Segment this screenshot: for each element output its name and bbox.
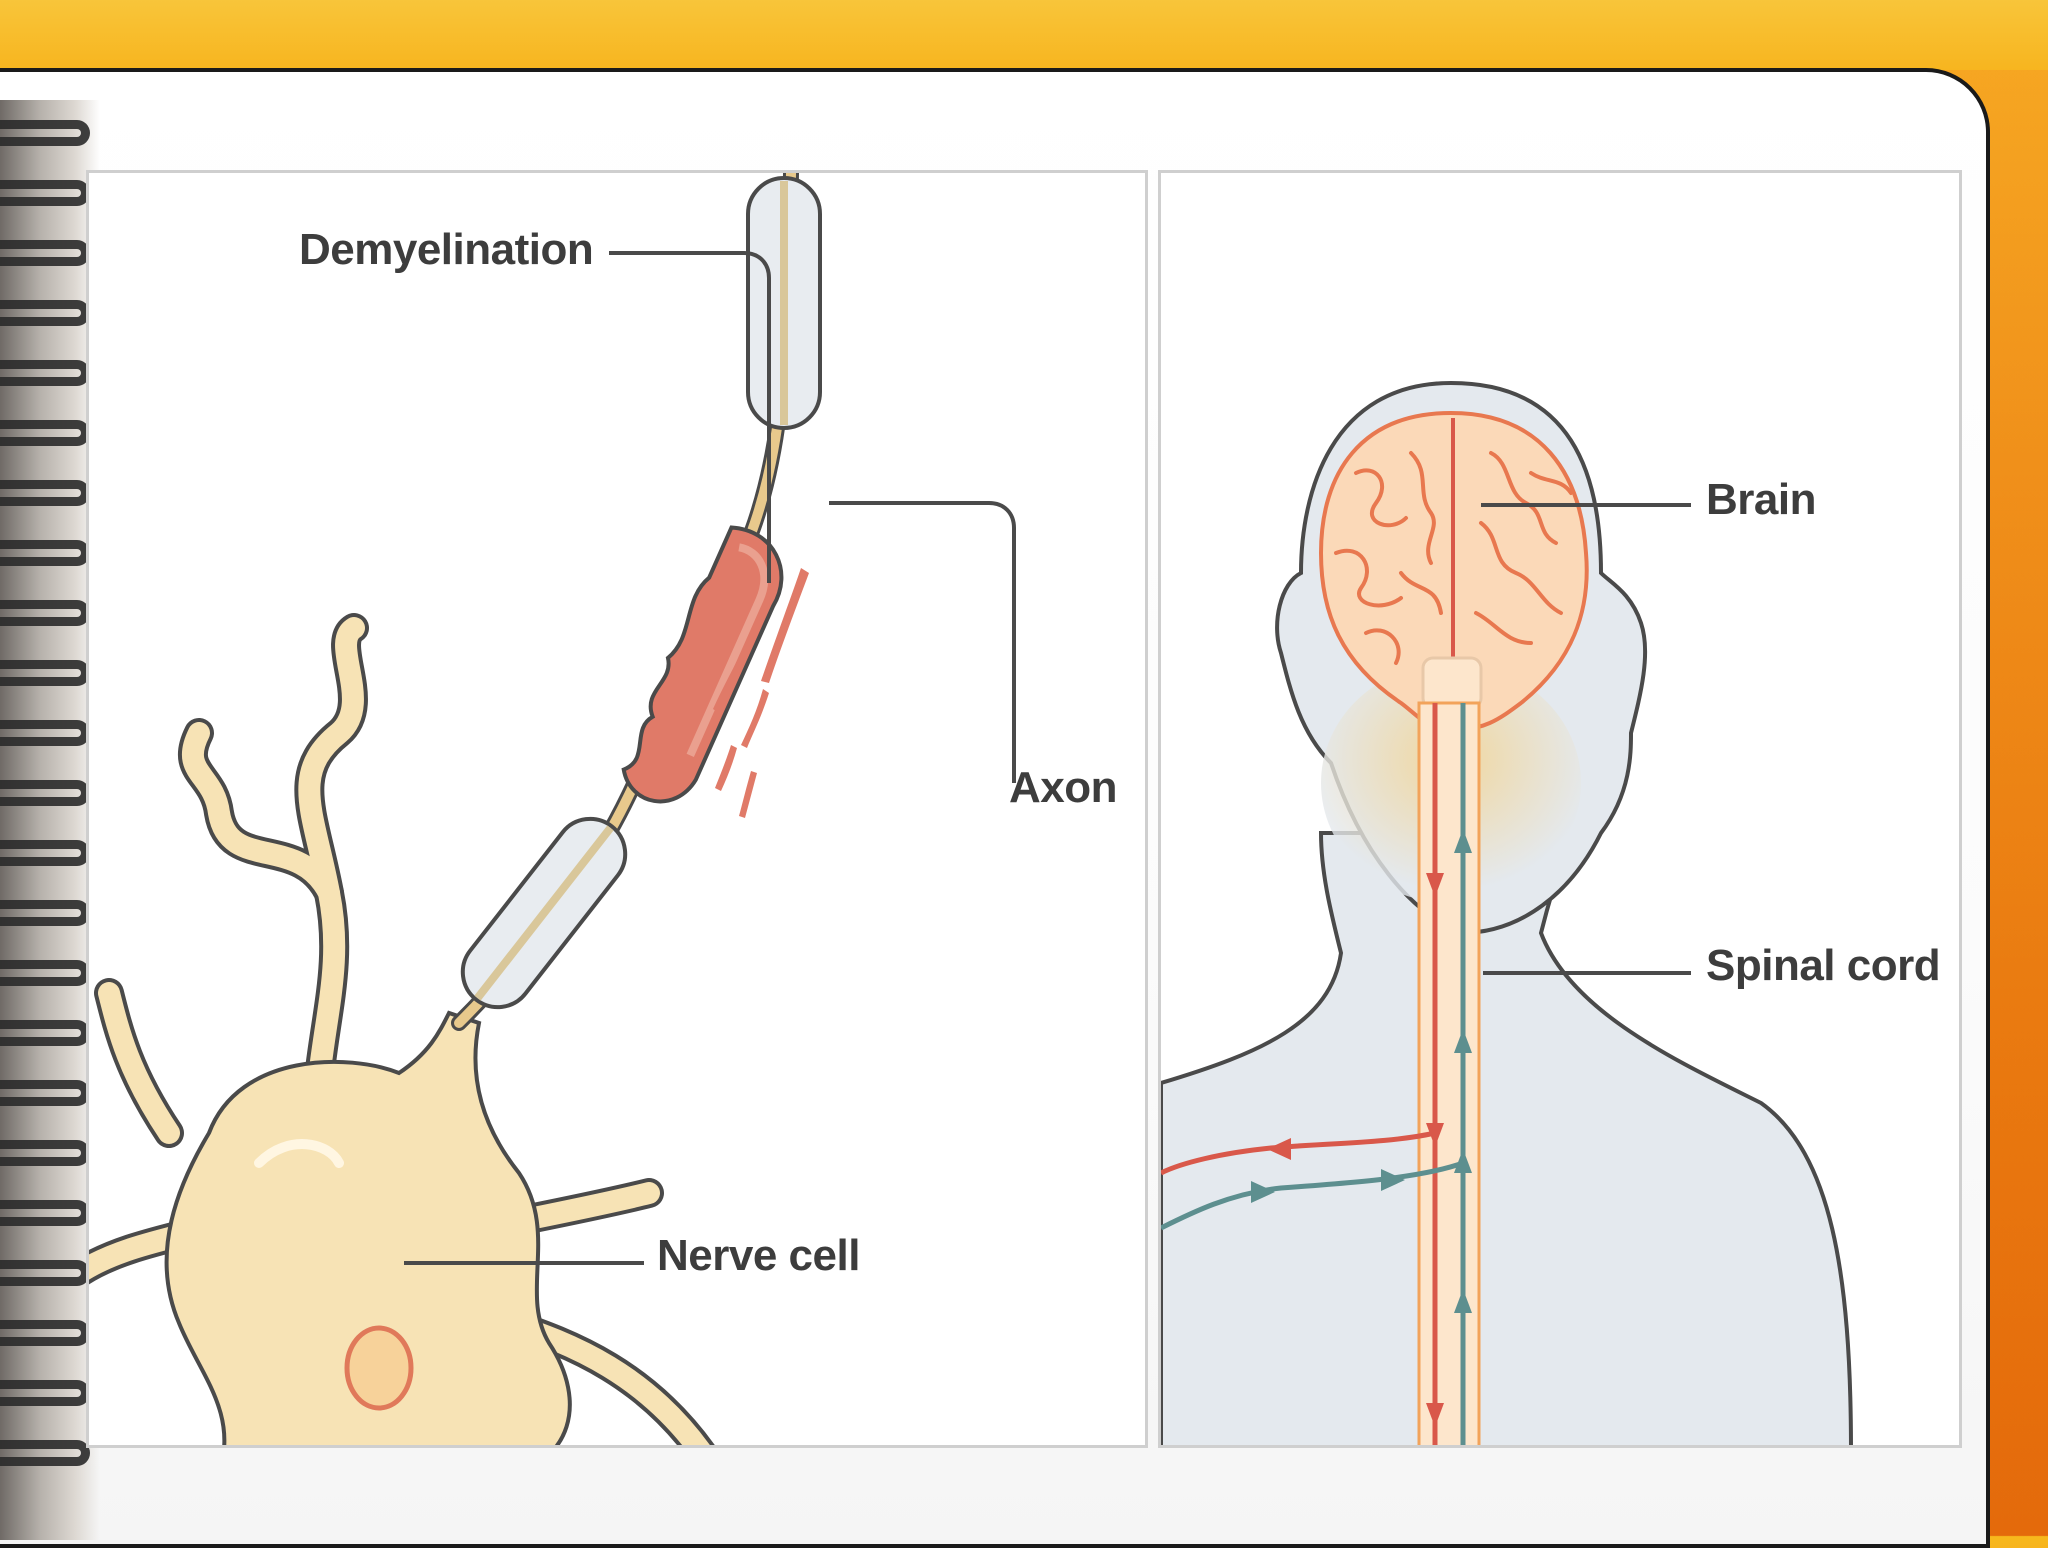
- leader-lines: [404, 253, 1014, 1263]
- brain-stem: [1423, 658, 1481, 708]
- nerve-cell-illustration: [89, 173, 1148, 1448]
- axon-label: Axon: [1009, 763, 1117, 813]
- slide-top-band: [0, 0, 2048, 70]
- nucleus: [347, 1328, 411, 1408]
- spiral-binding-icon: [0, 100, 100, 1540]
- myelin-sheath-upper: [748, 178, 820, 428]
- spinal-cord-label: Spinal cord: [1706, 941, 1940, 991]
- demyelination-label: Demyelination: [299, 225, 593, 275]
- brain-label: Brain: [1706, 475, 1816, 525]
- nerve-cell-label: Nerve cell: [657, 1231, 860, 1281]
- central-nervous-system-panel: Brain Spinal cord: [1158, 170, 1962, 1448]
- cns-illustration: [1161, 173, 1962, 1448]
- myelin-sheath-lower: [449, 805, 640, 1021]
- nerve-cell-diagram-panel: Demyelination Axon Nerve cell: [86, 170, 1148, 1448]
- spinal-cord: [1419, 703, 1479, 1448]
